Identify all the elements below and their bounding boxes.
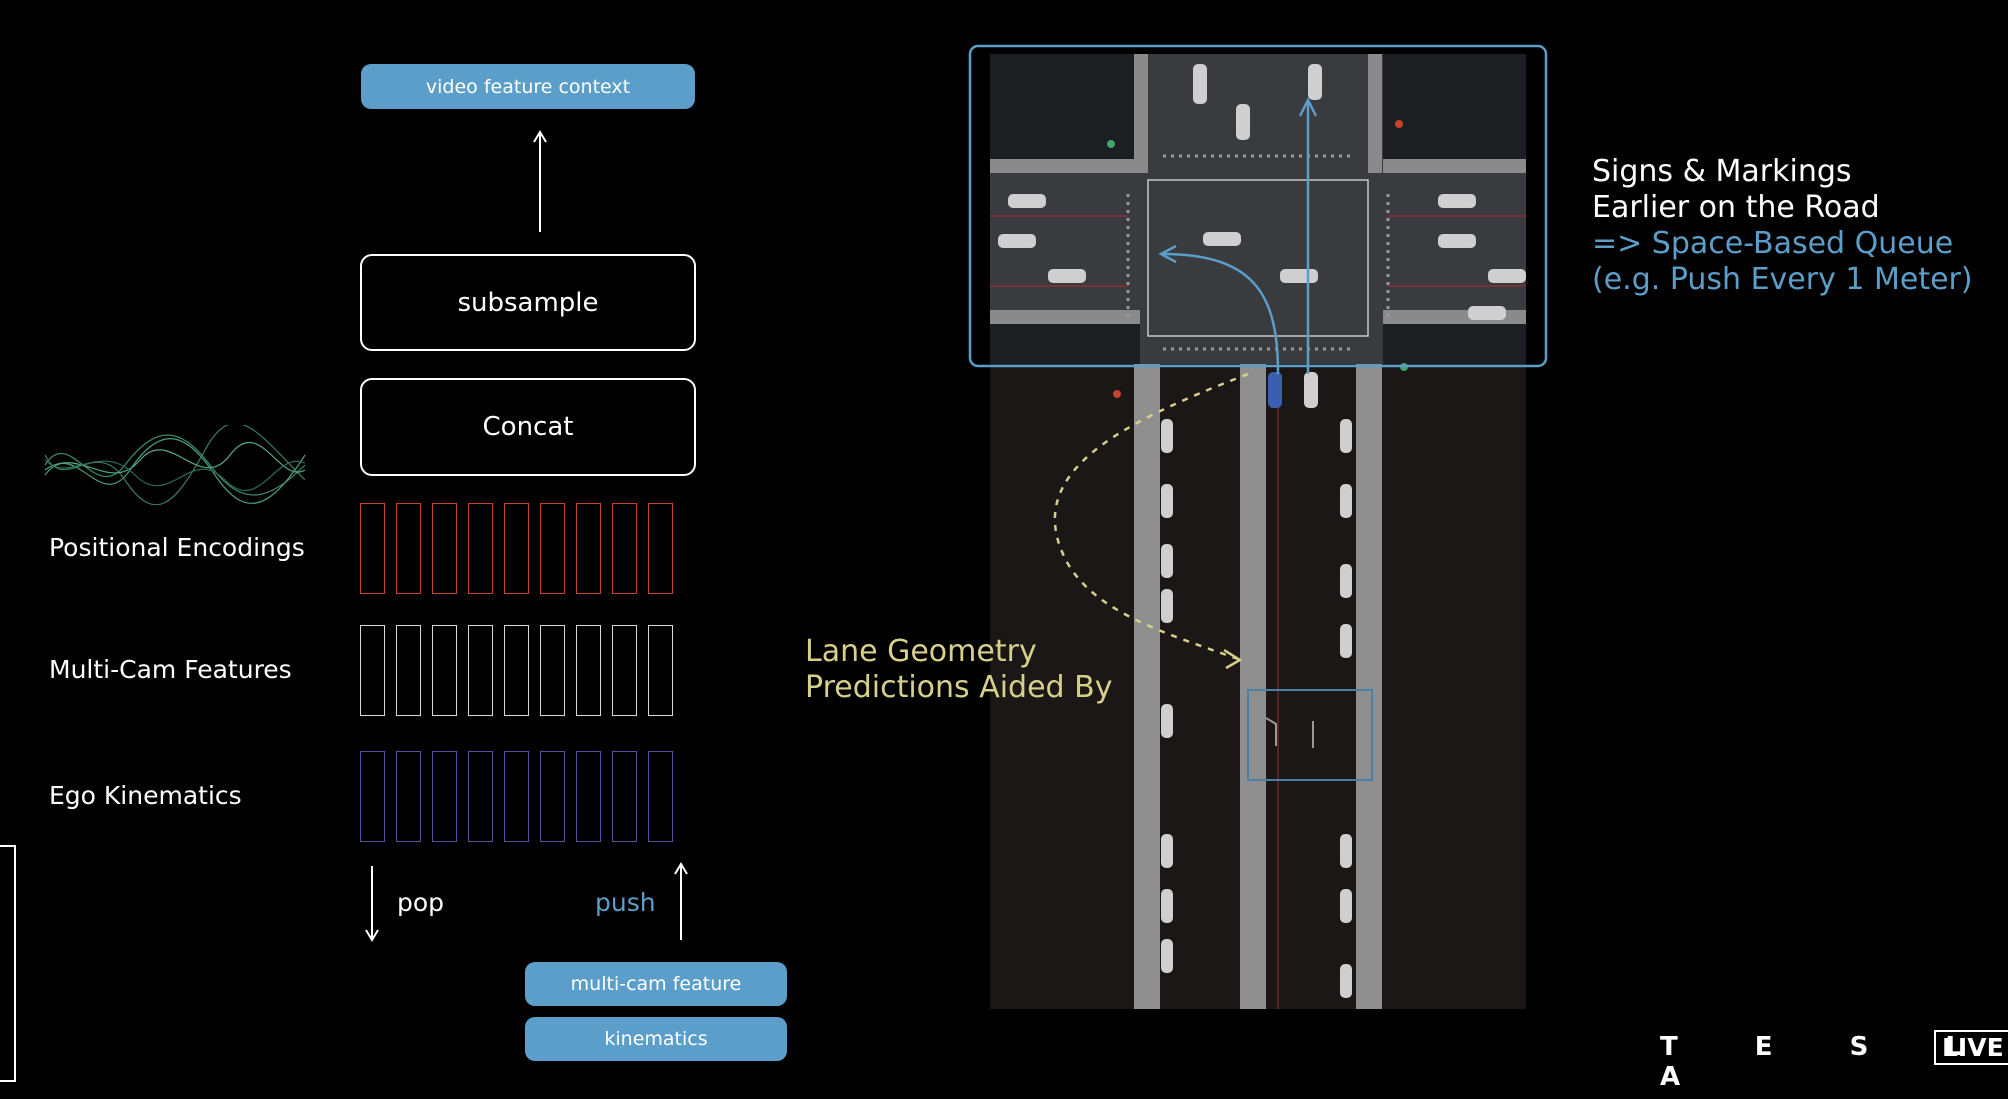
caption-line: Lane Geometry (805, 634, 1037, 669)
ego-cell (360, 751, 385, 842)
concat-box: Concat (360, 378, 696, 476)
cam-cell (396, 625, 421, 716)
multi-cam-features-cells (360, 625, 673, 716)
push-label: push (595, 888, 656, 917)
cam-cell (612, 625, 637, 716)
pos-cell (432, 503, 457, 594)
caption-highlight-line: (e.g. Push Every 1 Meter) (1592, 262, 1973, 297)
ego-kinematics-label: Ego Kinematics (49, 781, 242, 810)
cam-cell (540, 625, 565, 716)
push-up-arrow (674, 862, 688, 940)
pos-cell (576, 503, 601, 594)
caption-line: Signs & Markings (1592, 154, 1852, 189)
up-arrow-top (533, 130, 547, 232)
ego-kinematics-cells (360, 751, 673, 842)
tesla-logo: T E S L A (1660, 1032, 1996, 1092)
video-feature-context-pill: video feature context (361, 64, 695, 109)
caption-line: Predictions Aided By (805, 670, 1113, 705)
caption-highlight-line: => Space-Based Queue (1592, 226, 1954, 261)
signs-markings-caption: Signs & Markings Earlier on the Road => … (1592, 154, 1973, 298)
multi-cam-feature-pill: multi-cam feature (525, 962, 787, 1006)
cam-cell (468, 625, 493, 716)
ego-cell (504, 751, 529, 842)
ego-cell (432, 751, 457, 842)
lane-geometry-caption: Lane Geometry Predictions Aided By (805, 634, 1112, 706)
cam-cell (432, 625, 457, 716)
pos-cell (396, 503, 421, 594)
live-badge: LIVE (1934, 1030, 2008, 1065)
cam-cell (360, 625, 385, 716)
cam-cell (576, 625, 601, 716)
pos-cell (360, 503, 385, 594)
positional-encodings-cells (360, 503, 673, 594)
cam-cell (648, 625, 673, 716)
ego-cell (540, 751, 565, 842)
positional-encodings-label: Positional Encodings (49, 533, 305, 562)
cam-cell (504, 625, 529, 716)
pos-cell (504, 503, 529, 594)
pos-cell (468, 503, 493, 594)
multi-cam-features-label: Multi-Cam Features (49, 655, 292, 684)
pos-cell (648, 503, 673, 594)
road-map (968, 44, 1548, 1009)
ego-cell (468, 751, 493, 842)
ego-cell (396, 751, 421, 842)
kinematics-pill: kinematics (525, 1017, 787, 1061)
caption-line: Earlier on the Road (1592, 190, 1880, 225)
pos-cell (540, 503, 565, 594)
pop-down-arrow (365, 866, 379, 942)
pop-label: pop (397, 888, 445, 917)
ego-cell (648, 751, 673, 842)
ego-cell (612, 751, 637, 842)
pos-cell (612, 503, 637, 594)
sine-waves-graphic (44, 425, 306, 505)
ego-cell (576, 751, 601, 842)
subsample-box: subsample (360, 254, 696, 351)
partial-frame (0, 845, 16, 1082)
